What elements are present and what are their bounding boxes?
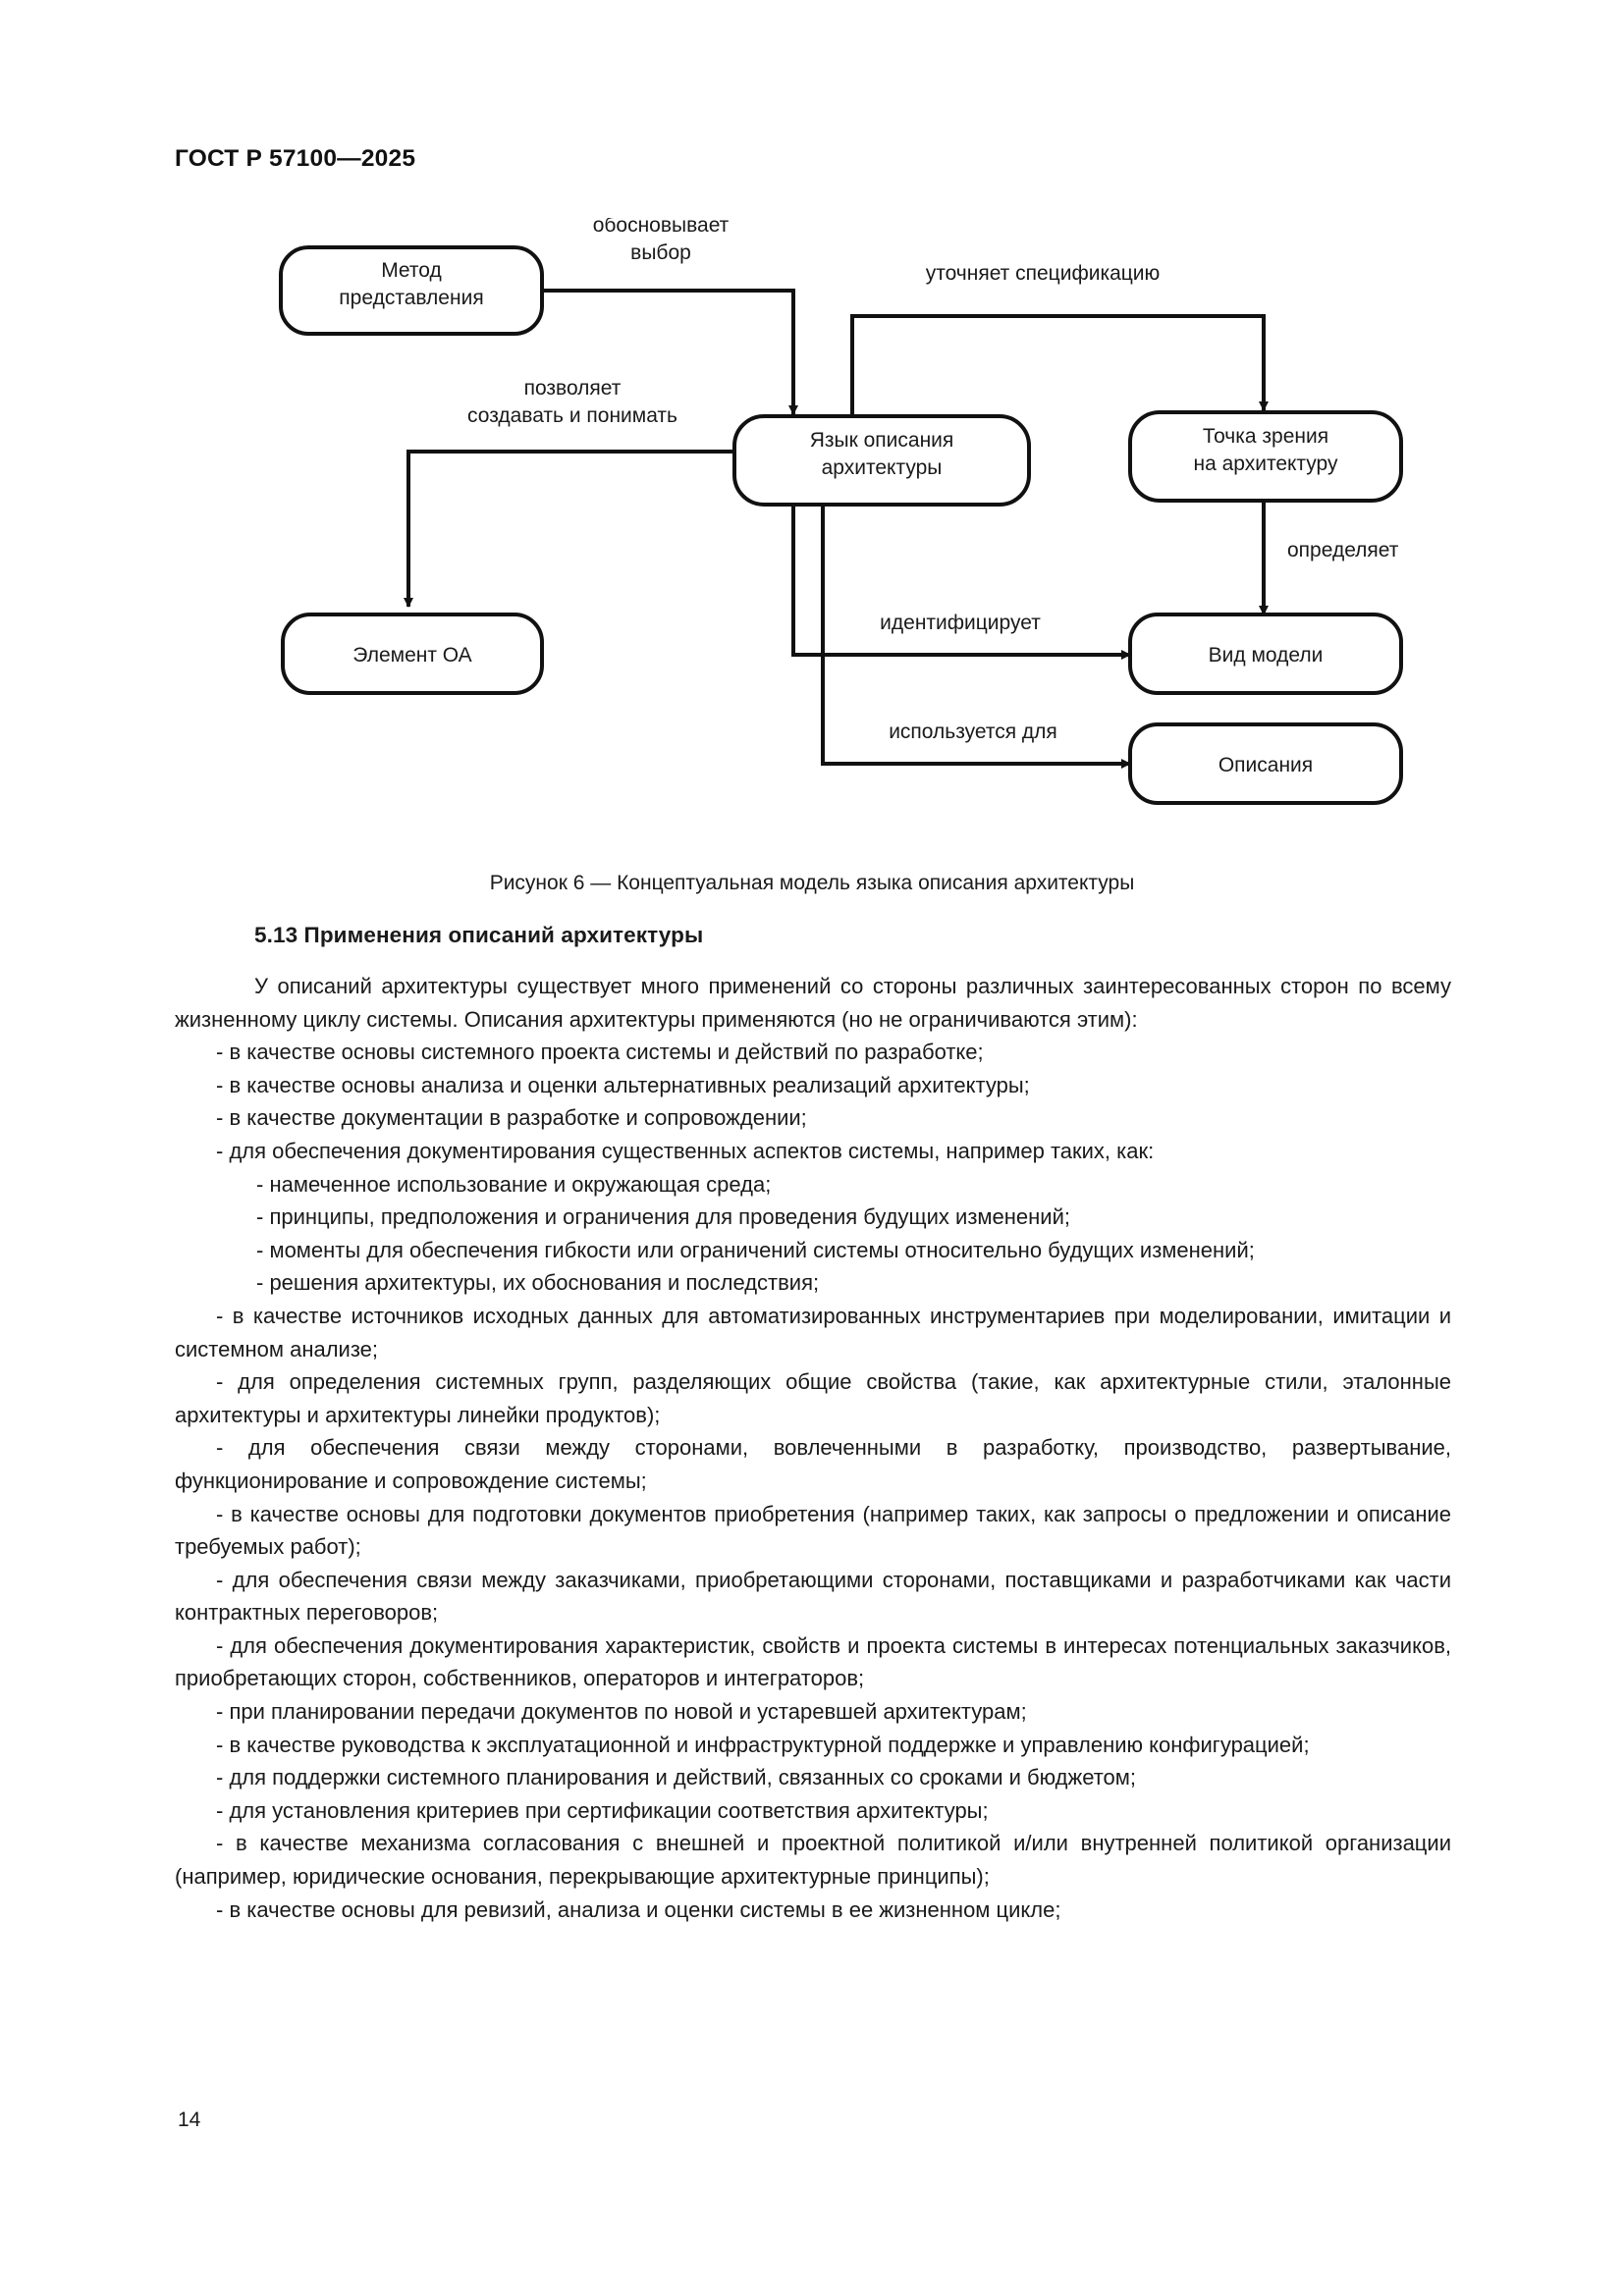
svg-text:выбор: выбор: [630, 241, 691, 264]
svg-text:создавать и понимать: создавать и понимать: [467, 404, 677, 427]
list-item: - для установления критериев при сертифи…: [216, 1797, 989, 1823]
node-model-kind: Вид модели: [1128, 613, 1403, 695]
applications-sublist: - намеченное использование и окружающая …: [175, 1168, 1451, 1300]
list-item: - при планировании передачи документов п…: [216, 1699, 1027, 1725]
node-label-viewpoint-line2: на архитектуру: [1193, 453, 1338, 475]
list-item: - в качестве руководства к эксплуатацион…: [216, 1732, 1310, 1757]
edge-identifies: [791, 479, 1131, 660]
list-item: - в качестве основы системного проекта с…: [216, 1040, 984, 1065]
list-item: - в качестве механизма согласования с вн…: [175, 1831, 1451, 1890]
edge-label-justifies-choice: обосновывает выбор: [593, 218, 730, 264]
node-architecture-description-language: Язык описания архитектуры: [732, 414, 1031, 507]
list-item: - намеченное использование и окружающая …: [256, 1171, 772, 1197]
edge-justifies-choice: [542, 289, 798, 415]
list-item: - моменты для обеспечения гибкости или о…: [256, 1237, 1255, 1262]
list-item: - для обеспечения документирования сущес…: [216, 1138, 1155, 1163]
node-method-of-representation: Метод представления: [279, 245, 544, 336]
node-label-adl-line2: архитектуры: [822, 456, 943, 479]
svg-text:определяет: определяет: [1287, 539, 1399, 561]
edge-label-used-for: используется для: [889, 721, 1057, 743]
list-item: - принципы, предположения и ограничения …: [256, 1204, 1070, 1230]
page-number: 14: [178, 2109, 201, 2131]
list-item: - в качестве основы для подготовки докум…: [175, 1501, 1451, 1560]
section-content: 5.13 Применения описаний архитектуры У о…: [175, 923, 1451, 1926]
edge-label-identifies: идентифицирует: [880, 612, 1041, 634]
applications-list-part-1: - в качестве основы системного проекта с…: [175, 1036, 1451, 1167]
node-architecture-viewpoint: Точка зрения на архитектуру: [1128, 410, 1403, 503]
node-label-adl-line1: Язык описания: [810, 429, 954, 452]
section-intro-paragraph: У описаний архитектуры существует много …: [175, 974, 1451, 1032]
node-oa-element: Элемент ОА: [281, 613, 544, 695]
applications-list-part-2: - в качестве источников исходных данных …: [175, 1300, 1451, 1926]
svg-text:обосновывает: обосновывает: [593, 218, 730, 237]
node-label-method-line1: Метод: [381, 259, 442, 282]
list-item: - для обеспечения документирования харак…: [175, 1632, 1451, 1691]
list-item: - решения архитектуры, их обоснования и …: [256, 1270, 820, 1296]
node-descriptions: Описания: [1128, 722, 1403, 805]
edge-label-refines-specification: уточняет спецификацию: [926, 262, 1161, 285]
svg-text:уточняет спецификацию: уточняет спецификацию: [926, 262, 1161, 285]
svg-text:идентифицирует: идентифицирует: [880, 612, 1041, 634]
edge-label-defines: определяет: [1287, 539, 1399, 561]
svg-text:используется для: используется для: [889, 721, 1057, 743]
section-heading-5-13: 5.13 Применения описаний архитектуры: [254, 923, 704, 947]
list-item: - для обеспечения связи между заказчикам…: [175, 1567, 1451, 1626]
node-label-model-kind: Вид модели: [1209, 644, 1324, 667]
node-label-viewpoint-line1: Точка зрения: [1203, 425, 1328, 448]
edge-used-for: [821, 479, 1131, 769]
edge-enables-create-understand: [404, 450, 734, 608]
svg-text:позволяет: позволяет: [524, 377, 622, 400]
list-item: - в качестве основы для ревизий, анализа…: [216, 1896, 1061, 1922]
conceptual-model-svg: Метод представления Язык описания архите…: [279, 218, 1403, 805]
figure-6-diagram: Метод представления Язык описания архите…: [0, 218, 1624, 876]
edge-refines-specification: [850, 314, 1269, 420]
node-label-method-line2: представления: [339, 287, 483, 309]
list-item: - в качестве основы анализа и оценки аль…: [216, 1072, 1030, 1097]
node-label-oa-element: Элемент ОА: [352, 644, 471, 667]
running-header-standard-id: ГОСТ Р 57100—2025: [175, 145, 416, 172]
node-label-descriptions: Описания: [1218, 754, 1313, 776]
figure-caption: Рисунок 6 — Концептуальная модель языка …: [489, 872, 1135, 894]
list-item: - для поддержки системного планирования …: [216, 1765, 1137, 1790]
list-item: - в качестве документации в разработке и…: [216, 1105, 807, 1131]
list-item: - для обеспечения связи между сторонами,…: [175, 1435, 1451, 1493]
edge-label-enables: позволяет создавать и понимать: [467, 377, 677, 427]
list-item: - для определения системных групп, разде…: [175, 1369, 1451, 1427]
list-item: - в качестве источников исходных данных …: [175, 1303, 1451, 1362]
